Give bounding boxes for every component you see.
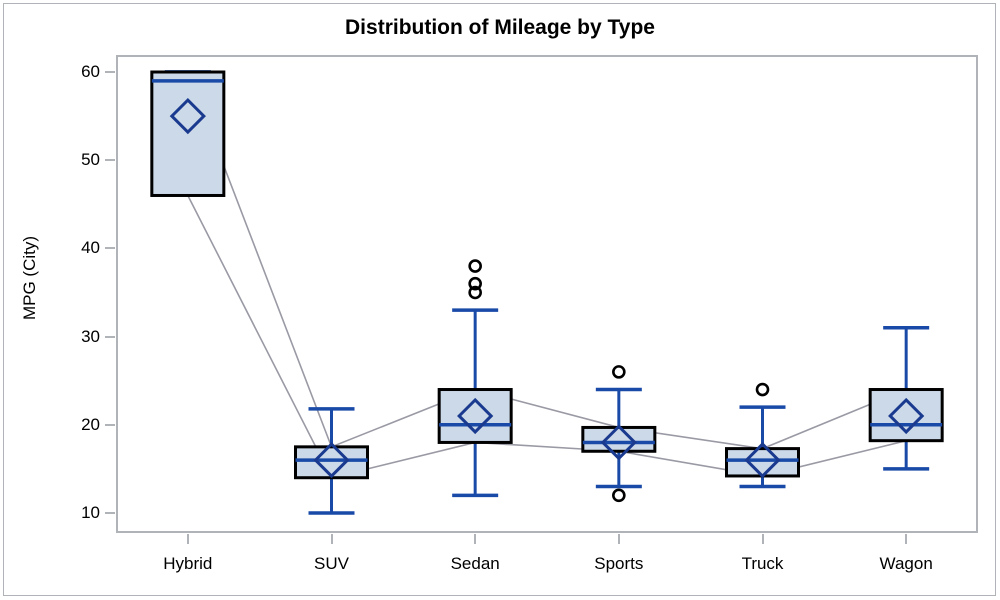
y-tick-label: 30 <box>81 326 100 346</box>
outlier-point <box>468 285 482 300</box>
mean-diamond <box>600 424 637 461</box>
y-tick-label: 10 <box>81 503 100 522</box>
box-iqr <box>725 447 800 478</box>
y-tick-mark <box>105 423 115 426</box>
x-tick-mark <box>905 534 908 544</box>
connector-line-q3 <box>187 71 907 450</box>
y-tick-mark <box>105 335 115 338</box>
outlier-point <box>755 382 770 397</box>
boxplot-sedan[interactable] <box>437 259 513 498</box>
y-tick-label: 40 <box>81 238 100 258</box>
outlier-point <box>468 259 482 273</box>
boxplot-suv[interactable] <box>294 407 369 515</box>
x-tick-mark <box>474 534 477 544</box>
outlier-point <box>468 276 482 291</box>
boxplot-hybrid[interactable] <box>150 70 226 197</box>
outlier-point <box>612 365 626 379</box>
box-group <box>150 70 944 515</box>
y-tick-mark <box>105 247 115 250</box>
y-tick-mark <box>105 159 115 162</box>
box-iqr <box>294 445 369 480</box>
x-tick-label-hybrid: Hybrid <box>163 554 213 573</box>
x-tick-mark <box>617 534 620 544</box>
mean-diamond <box>744 441 781 479</box>
mean-connector-lines <box>187 71 907 479</box>
box-iqr <box>437 388 513 444</box>
mean-diamond <box>457 397 494 435</box>
x-tick-mark <box>186 534 189 544</box>
box-iqr <box>581 425 657 453</box>
boxplot-wagon[interactable] <box>868 326 944 471</box>
y-tick-mark <box>105 71 115 73</box>
x-tick-label-sports: Sports <box>594 554 644 573</box>
x-tick-mark <box>330 534 333 544</box>
outlier-point <box>612 488 626 503</box>
plot-area-frame <box>116 55 978 533</box>
x-tick-label-sedan: Sedan <box>450 554 500 573</box>
mean-diamond <box>313 441 350 479</box>
y-tick-label: 60 <box>81 62 100 81</box>
x-tick-label-truck: Truck <box>741 554 784 573</box>
x-tick-mark <box>761 534 764 544</box>
mean-diamond <box>169 97 206 135</box>
y-tick-mark <box>105 512 115 514</box>
y-tick-label: 20 <box>81 414 100 434</box>
x-tick-label-suv: SUV <box>314 554 349 573</box>
x-tick-label-wagon: Wagon <box>879 554 933 573</box>
chart-title: Distribution of Mileage by Type <box>345 16 655 39</box>
boxplot-truck[interactable] <box>725 382 800 489</box>
mean-diamond <box>888 397 925 435</box>
boxplot-sports[interactable] <box>581 365 657 503</box>
connector-line-q1 <box>187 195 907 479</box>
y-tick-label: 50 <box>81 150 100 170</box>
